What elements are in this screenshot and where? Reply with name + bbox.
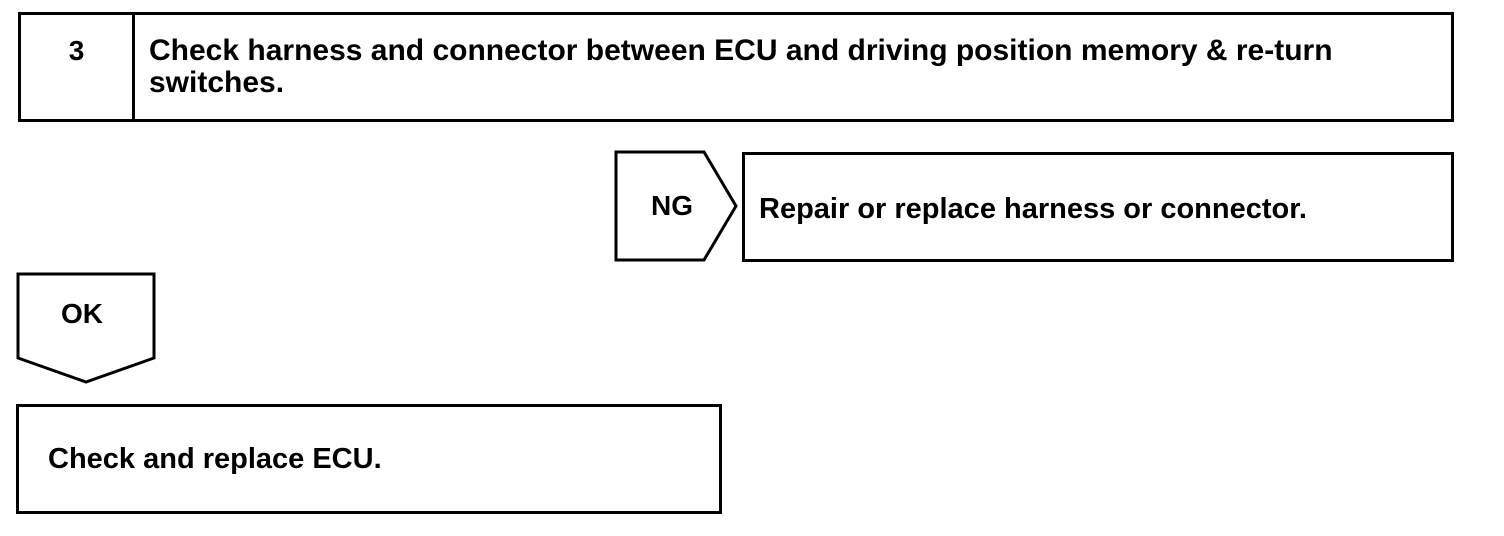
ok-arrow-icon [16, 272, 156, 384]
ok-result-box: Check and replace ECU. [16, 404, 722, 514]
ng-result-box: Repair or replace harness or connector. [742, 152, 1454, 262]
ng-result-text: Repair or replace harness or connector. [759, 193, 1307, 225]
ng-label: NG [651, 190, 693, 221]
ok-result-text: Check and replace ECU. [48, 443, 382, 475]
step-title: Check harness and connector between ECU … [149, 34, 1333, 99]
ok-label: OK [61, 298, 103, 329]
ng-arrow-icon [614, 150, 738, 262]
step-number: 3 [21, 15, 135, 119]
step-box: 3 Check harness and connector between EC… [18, 12, 1454, 122]
